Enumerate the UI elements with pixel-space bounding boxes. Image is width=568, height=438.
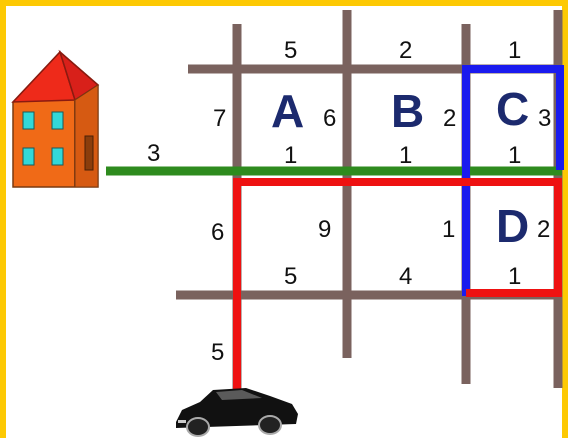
weight-top-bc: 2 <box>399 37 412 64</box>
weight-car-street: 5 <box>211 339 224 366</box>
weight-right-d: 2 <box>537 216 550 243</box>
weight-right-c: 3 <box>538 105 551 132</box>
weight-bottom-a: 5 <box>284 263 297 290</box>
weight-mid-a: 1 <box>284 142 297 169</box>
weight-house-street: 3 <box>147 140 160 167</box>
weight-mid-c: 1 <box>508 142 521 169</box>
block-label-d: D <box>496 200 529 252</box>
weight-between-bc: 2 <box>443 105 456 132</box>
weight-between-lower-d: 1 <box>442 216 455 243</box>
weight-mid-b: 1 <box>399 142 412 169</box>
weight-center-lower: 9 <box>318 216 331 243</box>
weight-bottom-b: 4 <box>399 263 412 290</box>
house-icon <box>13 52 98 187</box>
block-label-b: B <box>391 85 424 137</box>
weight-top-c: 1 <box>508 37 521 64</box>
block-label-c: C <box>496 83 529 135</box>
weight-left-lower: 6 <box>211 219 224 246</box>
block-label-a: A <box>271 85 304 137</box>
weight-bottom-d: 1 <box>508 263 521 290</box>
weight-left-a: 7 <box>213 105 226 132</box>
car-icon <box>176 388 298 436</box>
weight-top-ab: 5 <box>284 37 297 64</box>
weight-between-ab: 6 <box>323 105 336 132</box>
